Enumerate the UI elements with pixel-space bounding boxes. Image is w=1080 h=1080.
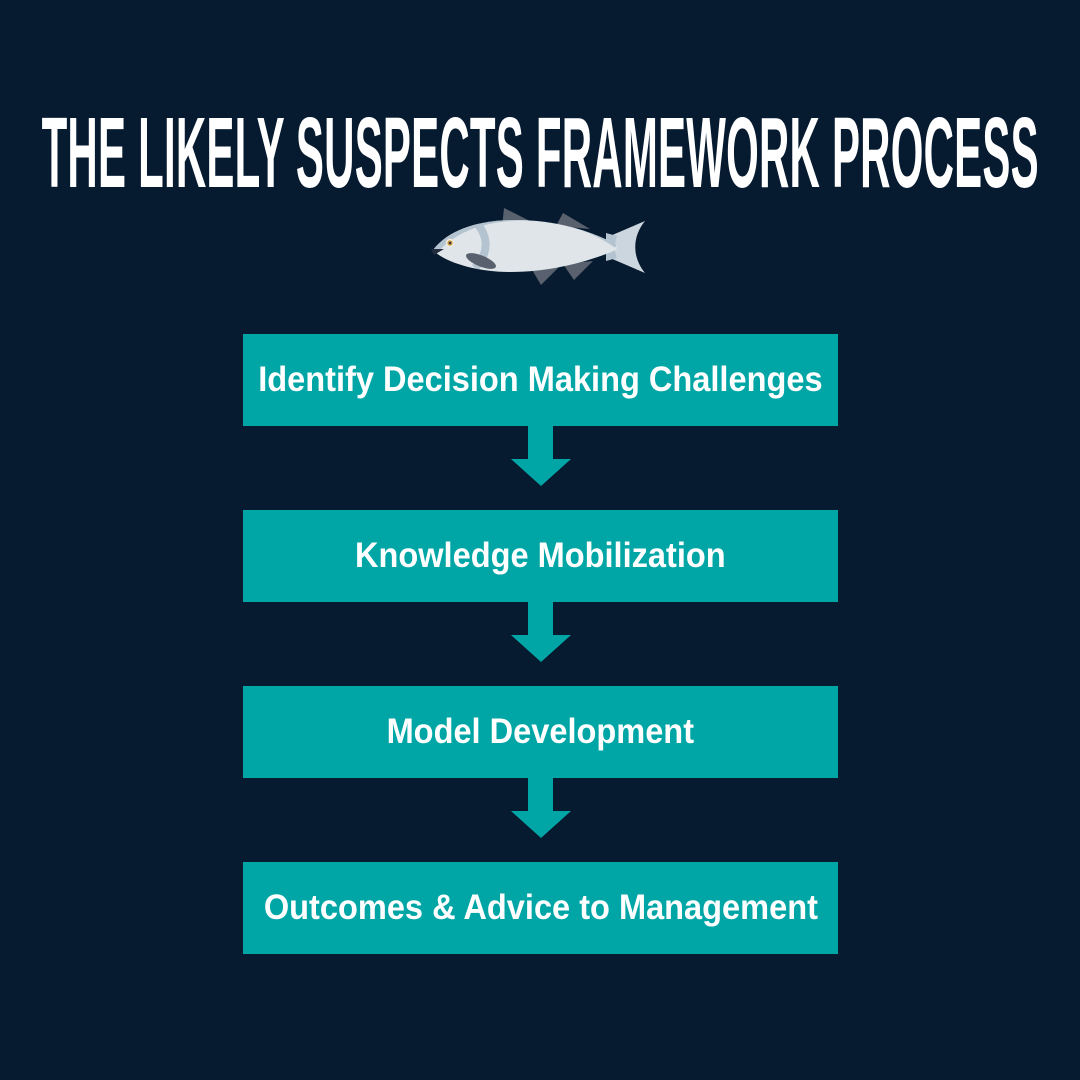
down-arrow-icon xyxy=(510,778,571,862)
header: THE LIKELY SUSPECTS FRAMEWORK PROCESS xyxy=(0,103,1080,203)
process-flow: Identify Decision Making Challenges Know… xyxy=(243,334,838,954)
pelvic-fin xyxy=(531,266,560,285)
step-label-4: Outcomes & Advice to Management xyxy=(263,888,818,927)
mouth xyxy=(431,249,444,255)
step-box-4: Outcomes & Advice to Management xyxy=(243,862,838,954)
step-label-3: Model Development xyxy=(386,712,695,751)
step-label-1: Identify Decision Making Challenges xyxy=(258,360,823,399)
step-box-2: Knowledge Mobilization xyxy=(243,510,838,602)
pectoral-fin xyxy=(466,253,496,269)
down-arrow-icon xyxy=(510,602,571,686)
anal-fin xyxy=(563,261,593,280)
eye-pupil xyxy=(448,241,452,245)
down-arrow-icon xyxy=(510,426,571,510)
page-title: THE LIKELY SUSPECTS FRAMEWORK PROCESS xyxy=(41,97,1039,209)
step-label-2: Knowledge Mobilization xyxy=(355,536,726,575)
arrow-head xyxy=(510,635,571,662)
arrow-stem xyxy=(528,602,553,635)
arrow-stem xyxy=(528,778,553,811)
arrow-head xyxy=(510,459,571,486)
step-box-3: Model Development xyxy=(243,686,838,778)
tail-fin xyxy=(610,221,645,273)
salmon-fish-icon xyxy=(430,200,650,292)
adipose-fin xyxy=(556,213,590,229)
salmon-fish-graphic xyxy=(431,208,645,285)
step-box-1: Identify Decision Making Challenges xyxy=(243,334,838,426)
arrow-stem xyxy=(528,426,553,459)
arrow-head xyxy=(510,811,571,838)
